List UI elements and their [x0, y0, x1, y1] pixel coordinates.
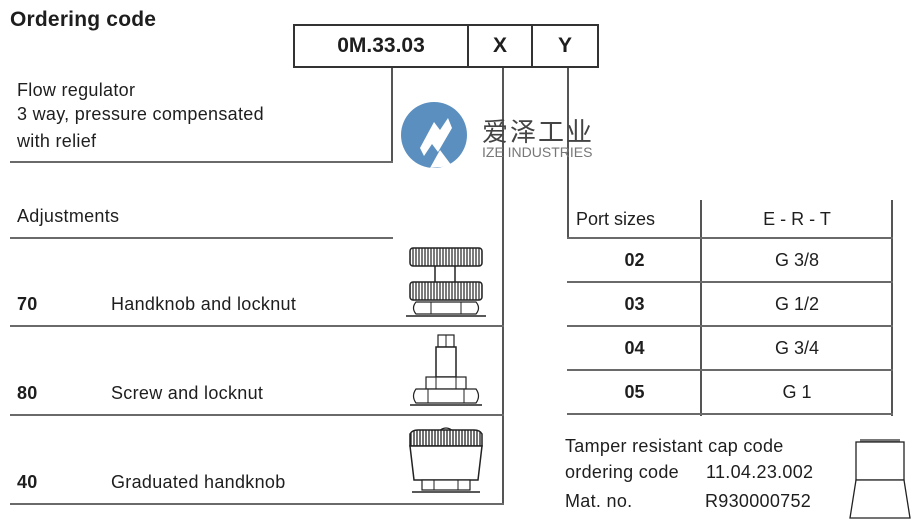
adjustment-code: 40 [17, 472, 38, 492]
table-row-divider [567, 281, 893, 283]
code-box-x: X [467, 24, 533, 68]
description-line-1: Flow regulator [17, 80, 136, 100]
adjustment-code: 70 [17, 294, 38, 314]
ert-header: E - R - T [763, 208, 831, 229]
port-size: G 1 [782, 382, 812, 402]
adjustment-row-divider [10, 503, 504, 505]
adjustment-row-divider [10, 325, 504, 327]
connector-base [391, 68, 393, 162]
adjustments-header: Adjustments [17, 206, 120, 226]
handknob-locknut-icon [406, 246, 486, 320]
description-underline [10, 161, 393, 163]
graduated-handknob-icon [404, 424, 488, 498]
table-column-divider [700, 200, 702, 416]
port-code: 03 [624, 294, 645, 314]
watermark-logo-icon [400, 100, 468, 170]
connector-y [567, 68, 569, 239]
code-box-y: Y [531, 24, 599, 68]
port-size: G 3/8 [774, 250, 820, 270]
adjustment-label: Screw and locknut [111, 383, 264, 403]
tamper-cap-ordering-label: ordering code [565, 462, 679, 482]
table-right-border [891, 200, 893, 416]
adjustment-label: Graduated handknob [111, 472, 286, 492]
table-row-divider [567, 369, 893, 371]
tamper-cap-icon [846, 436, 916, 520]
adjustments-header-rule [10, 237, 393, 239]
port-code: 04 [624, 338, 645, 358]
table-header-rule [567, 237, 893, 239]
tamper-cap-mat-no: R930000752 [705, 491, 812, 511]
port-code: 05 [624, 382, 645, 402]
adjustment-row-divider [10, 414, 504, 416]
watermark-en-text: IZE INDUSTRIES [482, 144, 593, 160]
watermark-cn-text: 爱泽工业 [482, 117, 595, 147]
adjustment-label: Handknob and locknut [111, 294, 297, 314]
tamper-cap-ordering-code: 11.04.23.002 [706, 462, 814, 482]
table-bottom-rule [567, 413, 893, 415]
tamper-cap-mat-label: Mat. no. [565, 491, 633, 511]
description-line-3: with relief [17, 131, 97, 151]
connector-x [502, 68, 504, 504]
code-box-base: 0M.33.03 [293, 24, 469, 68]
port-size: G 1/2 [774, 294, 820, 314]
port-sizes-table: Port sizes E - R - T 02 G 3/8 03 G 1/2 0… [567, 200, 893, 416]
port-code: 02 [624, 250, 645, 270]
screw-locknut-icon [408, 333, 484, 409]
port-sizes-header: Port sizes [576, 208, 656, 229]
page-title: Ordering code [10, 8, 157, 31]
table-row-divider [567, 325, 893, 327]
tamper-cap-title: Tamper resistant cap code [565, 436, 784, 456]
port-size: G 3/4 [774, 338, 820, 358]
adjustment-code: 80 [17, 383, 38, 403]
description-line-2: 3 way, pressure compensated [17, 104, 264, 124]
